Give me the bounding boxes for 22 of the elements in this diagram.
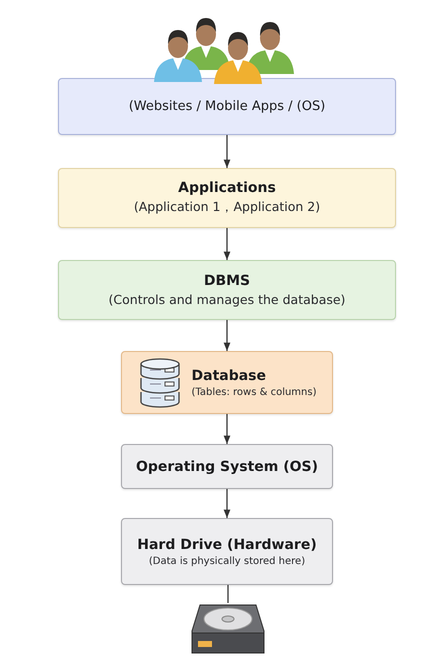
arrow <box>224 320 230 351</box>
layer-box <box>58 168 396 228</box>
layer-text: (Websites / Mobile Apps / (OS) <box>128 99 326 114</box>
layer-description: (Application 1，Application 2) <box>134 199 320 216</box>
layer-box <box>58 260 396 320</box>
layer-description: (Controls and manages the database) <box>108 292 346 307</box>
os-box <box>121 444 333 489</box>
arrow <box>224 489 230 518</box>
client-box <box>58 78 396 135</box>
arrow <box>224 228 230 260</box>
arrow <box>224 135 230 168</box>
layer-title: DBMS <box>204 273 250 289</box>
layer-title: Database <box>192 368 266 384</box>
database-box <box>121 351 333 414</box>
layer-title: Applications <box>178 180 276 196</box>
layer-title: Hard Drive (Hardware) <box>137 536 317 552</box>
layer-description: (Tables: rows & columns) <box>192 386 316 398</box>
layer-box <box>121 518 333 585</box>
layer-title: Operating System (OS) <box>136 458 318 474</box>
arrow <box>224 414 230 444</box>
connector-line <box>227 585 229 603</box>
layer-description: (Data is physically stored here) <box>148 556 306 566</box>
